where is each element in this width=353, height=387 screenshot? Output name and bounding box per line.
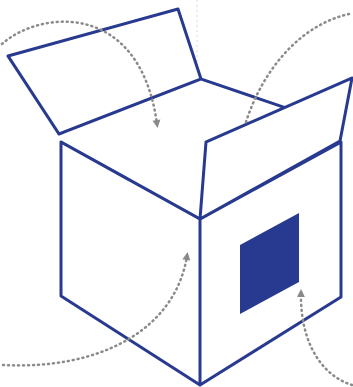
pointer-bottom-left [1, 252, 191, 367]
pointer-top-left [0, 20, 161, 128]
box-right-flap [198, 76, 353, 221]
pointer-bottom-right [296, 289, 353, 387]
box-back-rim [57, 77, 294, 136]
box-front-left-panel [59, 140, 202, 387]
box-top-left-rim [60, 140, 201, 221]
box-label-square [240, 213, 299, 314]
pointer-top-right [243, 12, 351, 127]
